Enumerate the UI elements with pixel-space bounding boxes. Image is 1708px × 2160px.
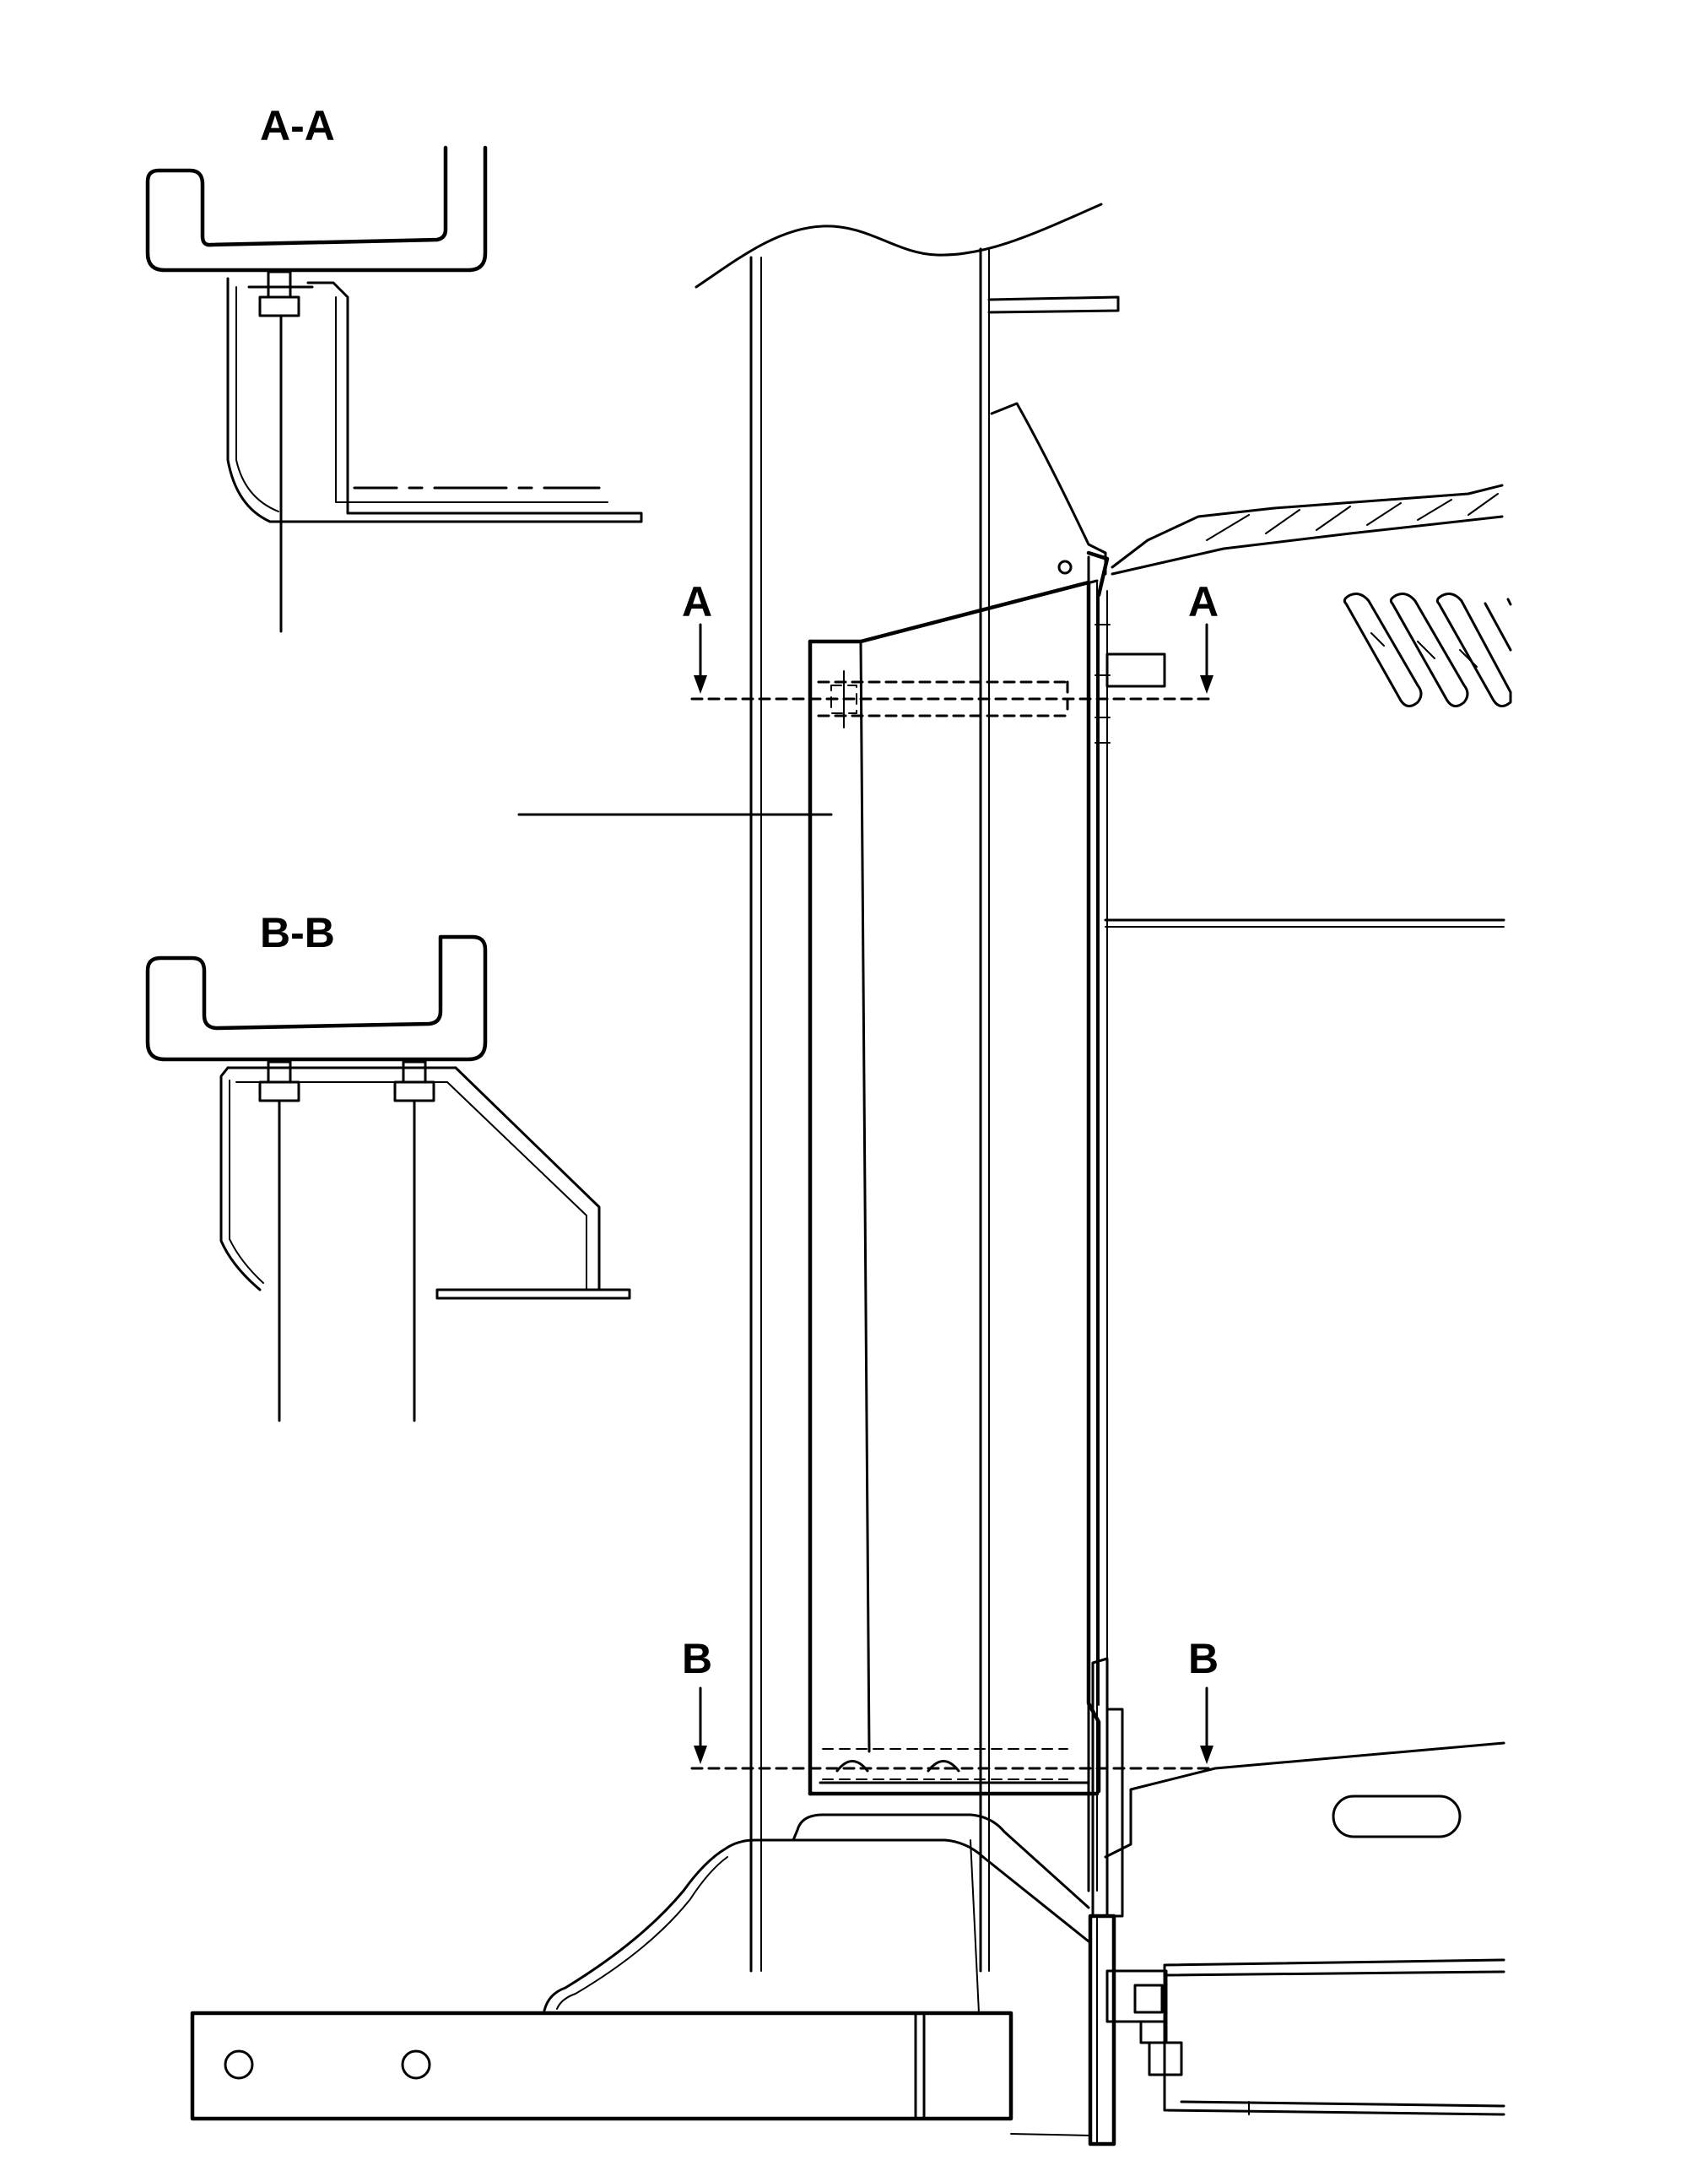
main-elevation-view: A A B B	[190, 203, 1512, 2146]
base-casting-inner	[556, 1856, 728, 2010]
aa-channel-profile	[145, 145, 488, 273]
break-line	[695, 203, 1103, 289]
oval-slot	[1332, 1795, 1462, 1838]
upper-arm	[1111, 484, 1504, 569]
cut-line-b: B B	[682, 1635, 1219, 1770]
lower-right-panel	[1104, 1741, 1505, 1859]
cut-a-right-label: A	[1188, 578, 1219, 625]
aa-bracket	[226, 277, 643, 523]
hidden-bolt-a	[817, 670, 1069, 728]
bb-foot-plate	[435, 1288, 631, 1300]
mast-bottom-post	[1088, 1914, 1116, 2146]
right-beam	[1163, 1958, 1505, 2116]
cut-b-right-label: B	[1188, 1635, 1219, 1682]
lower-clip	[1105, 1708, 1124, 1918]
pivot-tip	[1086, 550, 1110, 598]
upper-arm-hatch	[1206, 493, 1499, 541]
ground-rail	[1010, 2133, 1091, 2136]
aa-bracket-inner	[235, 286, 279, 512]
hinge-strip	[1098, 590, 1108, 1706]
upper-bolt	[1057, 560, 1073, 575]
tapered-panel-outline	[808, 580, 1101, 1794]
bb-bracket-left	[219, 1066, 262, 1291]
base-casting-lower	[970, 1839, 980, 2014]
mast-top-tab	[987, 295, 1120, 314]
aa-bolt-head	[267, 270, 292, 299]
section-a-a-title: A-A	[260, 102, 335, 149]
bb-bolt-1-head	[267, 1060, 292, 1084]
vent-slots	[1343, 593, 1512, 707]
base-casting	[543, 1838, 1090, 2012]
lower-bolt-2-plate	[1139, 2020, 1168, 2044]
base-casting-right	[792, 1813, 1090, 1909]
tapered-panel-top-edge	[859, 579, 1099, 643]
foot-beam-hole-1	[224, 2049, 254, 2080]
upper-gusset	[990, 402, 1107, 576]
upper-arm-lower	[1111, 515, 1504, 576]
side-stub	[1105, 652, 1166, 688]
hidden-bolts-b	[822, 1748, 1068, 1780]
aa-bracket-flange	[335, 296, 608, 503]
cut-b-left-label: B	[682, 1635, 712, 1682]
tapered-panel-left-inner	[859, 640, 871, 1753]
section-b-b-detail: B-B	[145, 909, 631, 1422]
bb-bracket-right-inner	[446, 1081, 587, 1291]
bb-nut-1	[258, 1080, 300, 1102]
aa-nut	[258, 295, 300, 317]
bb-bracket-left-inner	[229, 1080, 264, 1284]
foot-beam-hole-2	[401, 2049, 431, 2080]
foot-beam	[190, 2011, 1013, 2121]
section-b-b-title: B-B	[260, 909, 335, 956]
bb-bolt-2-head	[402, 1060, 427, 1084]
bb-nut-2	[393, 1080, 435, 1102]
cut-a-left-label: A	[682, 578, 712, 625]
cut-line-a: A A	[682, 578, 1219, 701]
lower-bolt-plate	[1105, 1969, 1168, 2023]
lower-bolt-nut	[1133, 1984, 1164, 2014]
section-a-a-detail: A-A	[145, 102, 643, 633]
bb-channel-profile	[145, 934, 488, 1062]
lower-bolt-2-nut	[1148, 2041, 1183, 2076]
bb-bracket-right	[454, 1066, 601, 1291]
